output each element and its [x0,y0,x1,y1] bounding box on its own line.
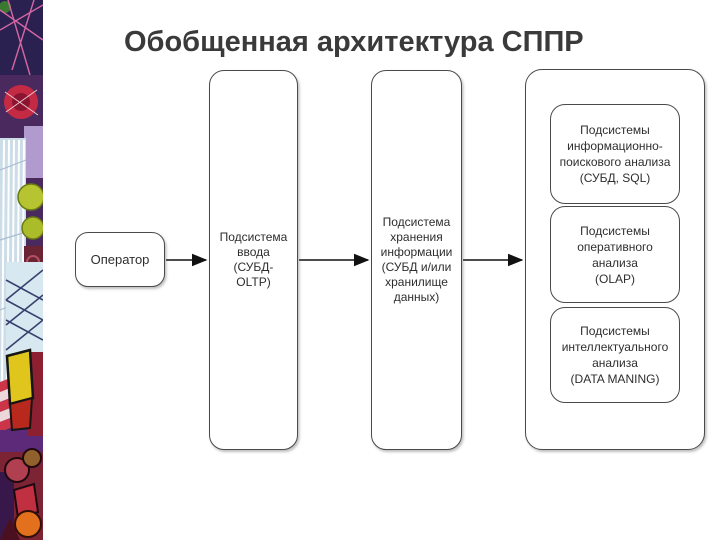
data-mining-analysis-label: Подсистемы интеллектуального анализа (DA… [561,324,669,386]
olap-analysis-box: Подсистемы оперативного анализа (OLAP) [550,206,680,303]
storage-subsystem-label: Подсистема хранения информации (СУБД и/и… [380,215,453,304]
olap-analysis-label: Подсистемы оперативного анализа (OLAP) [577,223,653,286]
operator-label: Оператор [90,252,150,267]
search-analysis-label: Подсистемы информационно- поискового ана… [559,123,671,185]
slide-title: Обобщенная архитектура СППР [124,26,584,58]
operator-box: Оператор [75,232,165,287]
storage-subsystem-box: Подсистема хранения информации (СУБД и/и… [371,70,462,450]
input-subsystem-box: Подсистема ввода (СУБД- OLTP) [209,70,298,450]
collage-art [0,0,43,540]
data-mining-analysis-box: Подсистемы интеллектуального анализа (DA… [550,307,680,403]
search-analysis-box: Подсистемы информационно- поискового ана… [550,104,680,204]
decorative-collage-image [0,0,43,540]
input-subsystem-label: Подсистема ввода (СУБД- OLTP) [219,230,288,289]
